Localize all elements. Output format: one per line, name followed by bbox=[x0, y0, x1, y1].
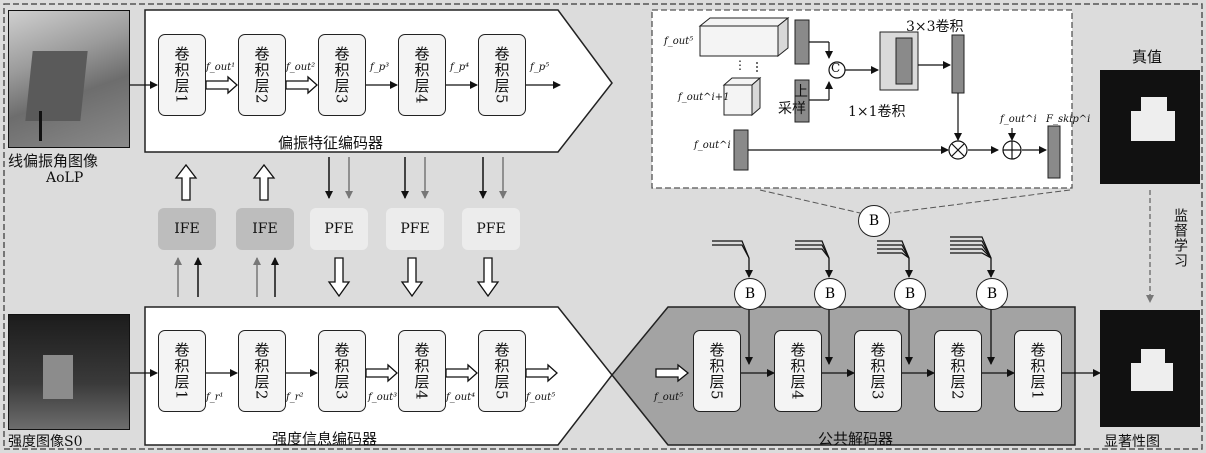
dec-conv-layer-1: 卷积层1 bbox=[1014, 330, 1062, 412]
ife-module-1: IFE bbox=[158, 208, 216, 250]
pol-conv-layer-1: 卷积层1 bbox=[158, 34, 206, 116]
pol-feature-label-5: f_p⁵ bbox=[530, 62, 549, 73]
pfe-module-2: PFE bbox=[386, 208, 444, 250]
inset-fout-i1-label: f_out^i+1 bbox=[678, 92, 730, 103]
b-block-inset: B bbox=[858, 205, 890, 237]
aolp-image bbox=[8, 10, 130, 148]
b-block-4: B bbox=[976, 278, 1008, 310]
int-conv-layer-5: 卷积层5 bbox=[478, 330, 526, 412]
supervised-learning-label: 监督学习 bbox=[1170, 208, 1190, 268]
ife-module-2: IFE bbox=[236, 208, 294, 250]
pfe-module-3: PFE bbox=[462, 208, 520, 250]
dec-conv-layer-2: 卷积层2 bbox=[934, 330, 982, 412]
b-block-1: B bbox=[734, 278, 766, 310]
int-conv-layer-4: 卷积层4 bbox=[398, 330, 446, 412]
inset-ellipsis: ⋮ bbox=[734, 58, 746, 72]
decoder-input-label: f_out⁵ bbox=[654, 392, 683, 403]
int-feature-label-2: f_r² bbox=[286, 392, 304, 403]
inset-fout-i-top-label: f_out^i bbox=[1000, 114, 1037, 125]
aolp-label: 线偏振角图像 bbox=[8, 150, 98, 171]
dec-conv-layer-5: 卷积层5 bbox=[693, 330, 741, 412]
saliency-map-image bbox=[1100, 310, 1200, 427]
int-conv-layer-1: 卷积层1 bbox=[158, 330, 206, 412]
intensity-s0-image bbox=[8, 314, 130, 430]
dec-conv-layer-3: 卷积层3 bbox=[854, 330, 902, 412]
saliency-map-label: 显著性图 bbox=[1104, 431, 1160, 451]
int-feature-label-5: f_out⁵ bbox=[526, 392, 555, 403]
inset-fskip-label: F_skip^i bbox=[1046, 114, 1090, 125]
pfe-module-1: PFE bbox=[310, 208, 368, 250]
pol-feature-label-1: f_out¹ bbox=[206, 62, 235, 73]
b-block-3: B bbox=[894, 278, 926, 310]
pol-feature-label-3: f_p³ bbox=[370, 62, 389, 73]
pol-conv-layer-2: 卷积层2 bbox=[238, 34, 286, 116]
s0-label: 强度图像S0 bbox=[8, 431, 83, 451]
polarization-encoder-title: 偏振特征编码器 bbox=[278, 132, 383, 153]
decoder-title: 公共解码器 bbox=[818, 428, 893, 449]
int-feature-label-4: f_out⁴ bbox=[446, 392, 475, 403]
intensity-encoder-title: 强度信息编码器 bbox=[272, 428, 377, 449]
inset-upsample-label-2: 采样 bbox=[778, 98, 806, 118]
pol-feature-label-4: f_p⁴ bbox=[450, 62, 469, 73]
pol-conv-layer-4: 卷积层4 bbox=[398, 34, 446, 116]
inset-conv1-label: 1×1卷积 bbox=[848, 101, 906, 121]
inset-concat-label: C bbox=[831, 61, 840, 75]
inset-fout5-label: f_out⁵ bbox=[664, 36, 693, 47]
int-feature-label-3: f_out³ bbox=[368, 392, 397, 403]
dec-conv-layer-4: 卷积层4 bbox=[774, 330, 822, 412]
ground-truth-label: 真值 bbox=[1132, 46, 1162, 67]
b-block-2: B bbox=[814, 278, 846, 310]
aolp-sublabel: AoLP bbox=[46, 170, 83, 186]
pol-conv-layer-5: 卷积层5 bbox=[478, 34, 526, 116]
pol-feature-label-2: f_out² bbox=[286, 62, 315, 73]
inset-fout-i-label: f_out^i bbox=[694, 140, 731, 151]
int-feature-label-1: f_r¹ bbox=[206, 392, 224, 403]
int-conv-layer-3: 卷积层3 bbox=[318, 330, 366, 412]
pol-conv-layer-3: 卷积层3 bbox=[318, 34, 366, 116]
int-conv-layer-2: 卷积层2 bbox=[238, 330, 286, 412]
ground-truth-image bbox=[1100, 70, 1200, 184]
inset-conv3-label: 3×3卷积 bbox=[906, 16, 964, 36]
